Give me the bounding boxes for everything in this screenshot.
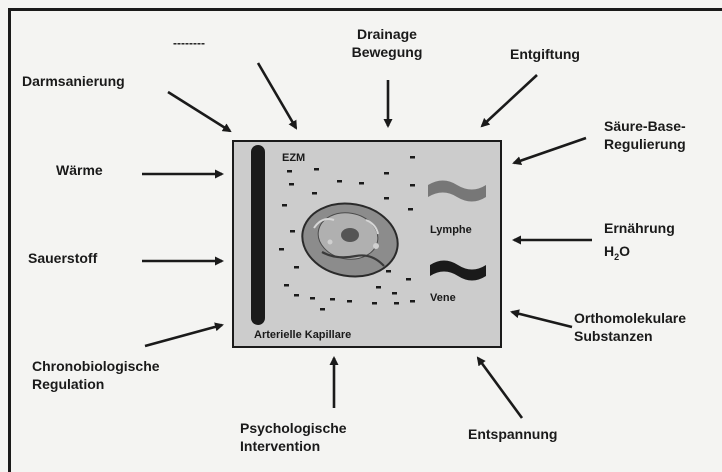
lymph-wave [428, 181, 486, 202]
arterielle-kapillare-label: Arterielle Kapillare [254, 329, 351, 341]
top-left-dash-label: -------- [173, 36, 205, 51]
arrow-top-left-dash [258, 63, 296, 128]
saeure-base-label: Säure-Base- Regulierung [604, 118, 686, 154]
arrow-saeure-base [514, 138, 586, 163]
drainage-label: Drainage [335, 26, 439, 44]
h2o-h: H [604, 243, 614, 259]
arrow-entspannung [478, 358, 522, 418]
lymphe-label: Lymphe [430, 224, 472, 236]
waerme-label: Wärme [56, 162, 103, 180]
arterial-capillary-bar [251, 145, 265, 325]
psychologische-line2: Intervention [240, 438, 347, 456]
entgiftung-label: Entgiftung [510, 46, 580, 64]
orthomolekulare-line1: Orthomolekulare [574, 310, 686, 328]
ernaehrung-label: Ernährung [604, 220, 675, 238]
psychologische-line1: Psychologische [240, 420, 347, 438]
h2o-label: H2O [604, 243, 630, 263]
ezm-label: EZM [282, 152, 305, 164]
bewegung-label: Bewegung [335, 44, 439, 62]
vene-label: Vene [430, 292, 456, 304]
arrow-entgiftung [482, 75, 537, 126]
arrow-darmsanierung [168, 92, 230, 131]
chronobiologische-label: Chronobiologische Regulation [32, 358, 160, 394]
arrow-orthomolekulare [512, 312, 572, 327]
ezm-graphics [234, 142, 500, 346]
sauerstoff-label: Sauerstoff [28, 250, 97, 268]
drainage-bewegung-label: Drainage Bewegung [335, 26, 439, 62]
orthomolekulare-label: Orthomolekulare Substanzen [574, 310, 686, 346]
psychologische-label: Psychologische Intervention [240, 420, 347, 456]
chronobiologische-line1: Chronobiologische [32, 358, 160, 376]
saeure-base-line1: Säure-Base- [604, 118, 686, 136]
darmsanierung-label: Darmsanierung [22, 73, 125, 91]
saeure-base-line2: Regulierung [604, 136, 686, 154]
orthomolekulare-line2: Substanzen [574, 328, 686, 346]
vein-wave [430, 261, 486, 281]
ezm-box: EZM Lymphe Vene Arterielle Kapillare [232, 140, 502, 348]
entspannung-label: Entspannung [468, 426, 557, 444]
arrow-chronobiologische [145, 325, 222, 346]
h2o-o: O [619, 243, 630, 259]
chronobiologische-line2: Regulation [32, 376, 160, 394]
